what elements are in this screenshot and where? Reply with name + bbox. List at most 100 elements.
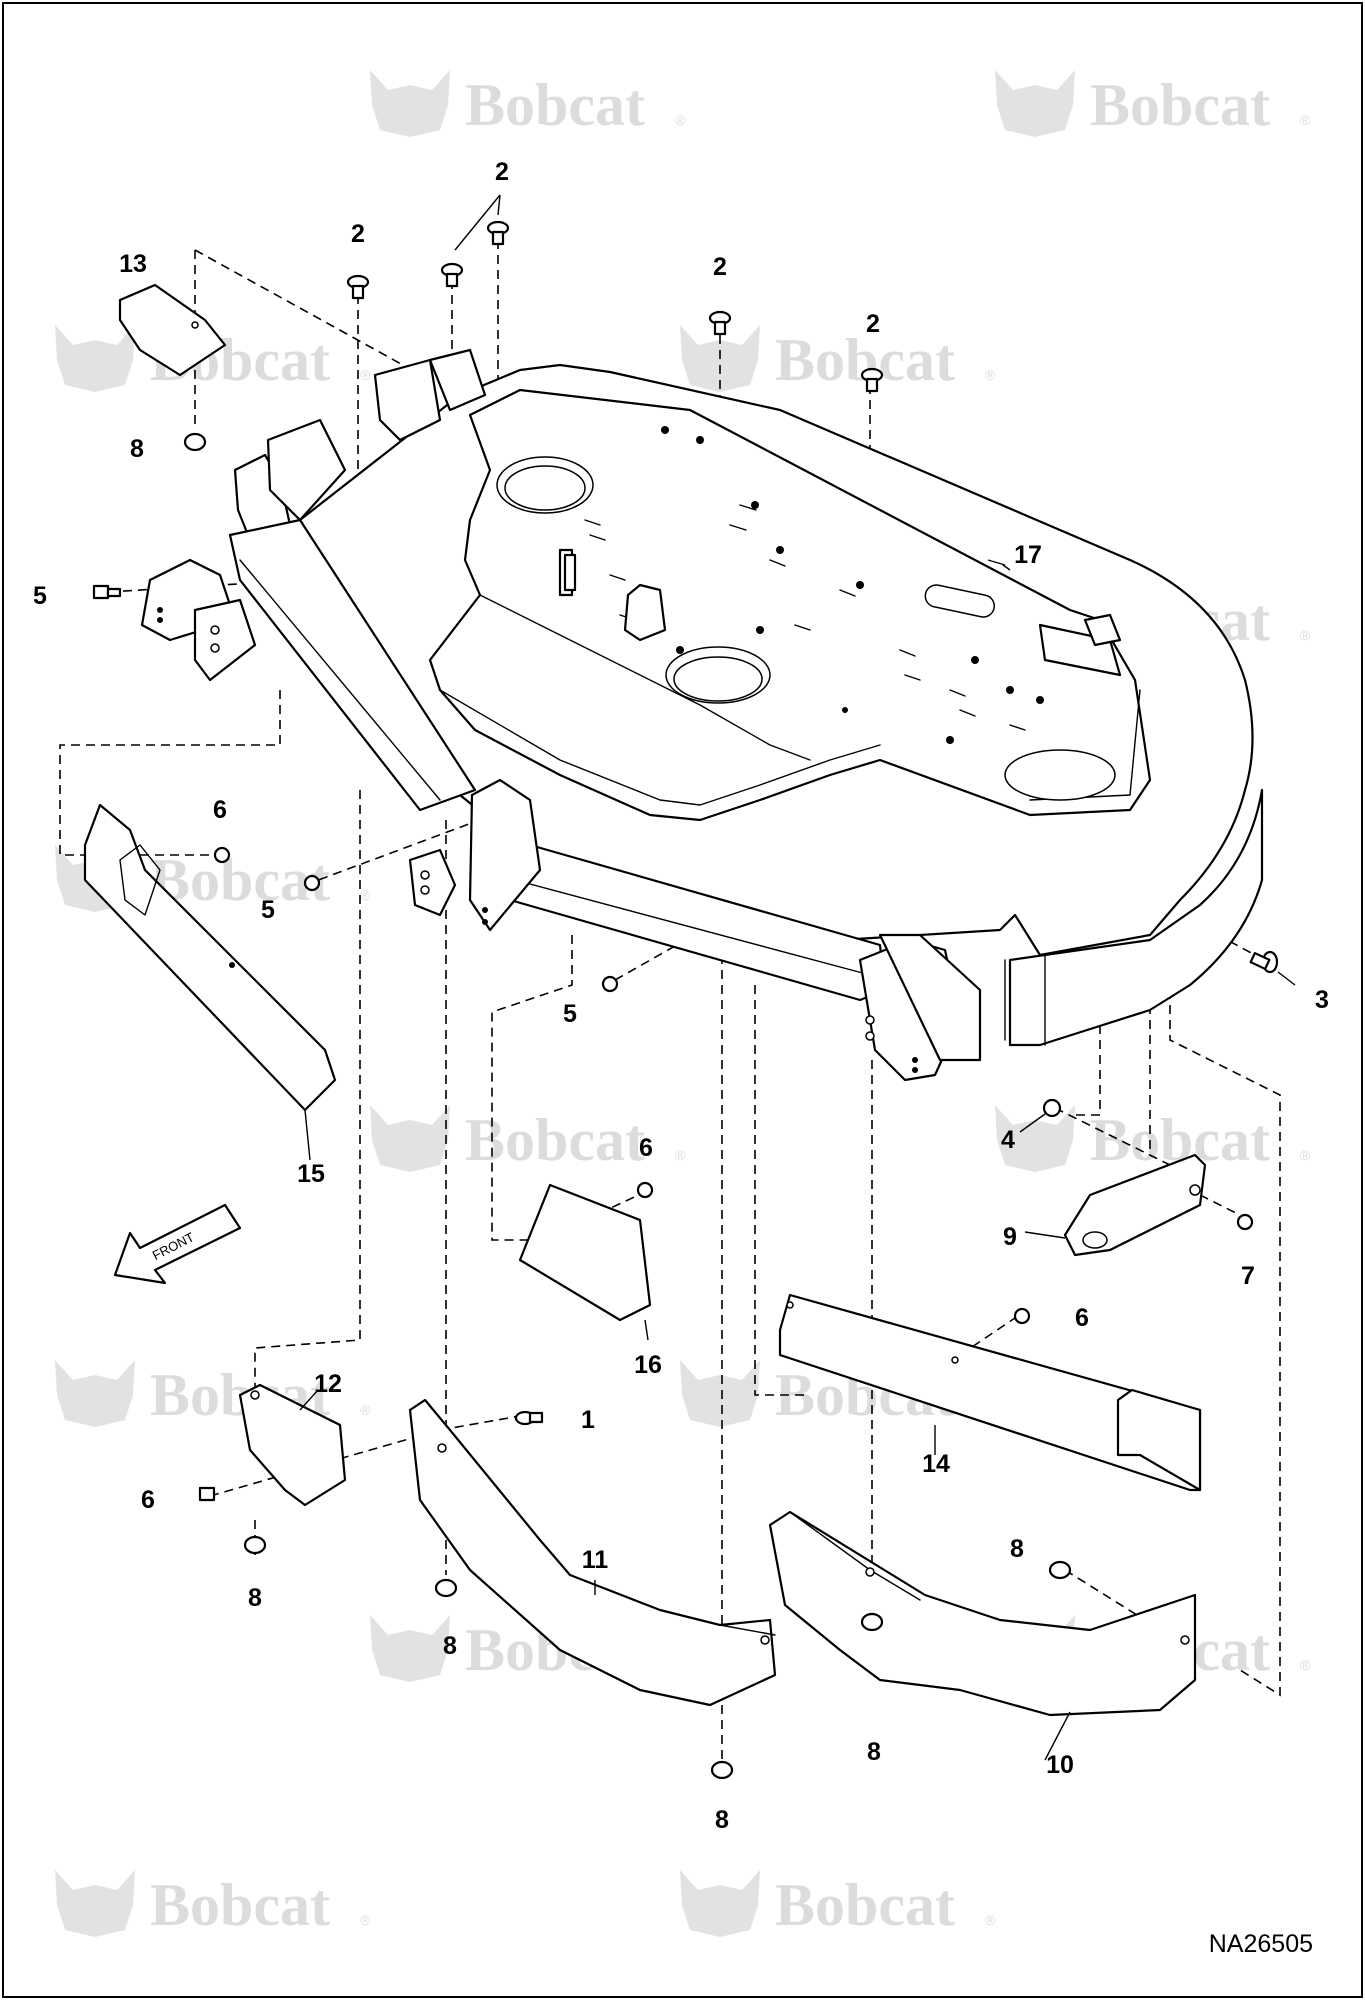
callout-12: 12 xyxy=(314,1370,342,1398)
callout-4: 4 xyxy=(1001,1126,1015,1154)
bolt-5-c xyxy=(601,975,619,993)
part-11-skid xyxy=(408,1398,777,1707)
bobcat-watermark: Bobcat ® xyxy=(370,1105,686,1173)
callout-7: 7 xyxy=(1241,1262,1255,1290)
callout-15: 15 xyxy=(297,1160,325,1188)
bobcat-registered-mark: ® xyxy=(985,367,996,383)
callout-1: 1 xyxy=(581,1406,595,1434)
screw-1 xyxy=(514,1410,544,1426)
callout-8: 8 xyxy=(715,1806,729,1834)
bobcat-registered-mark: ® xyxy=(985,1912,996,1928)
callout-6: 6 xyxy=(639,1134,653,1162)
bolt-3 xyxy=(1249,950,1279,974)
bobcat-logo-icon xyxy=(55,1360,135,1427)
callout-6: 6 xyxy=(1075,1304,1089,1332)
callout-5: 5 xyxy=(33,582,47,610)
bobcat-watermark-text: Bobcat xyxy=(775,327,955,393)
bobcat-watermark: Bobcat ® xyxy=(55,1870,371,1938)
bobcat-registered-mark: ® xyxy=(360,1912,371,1928)
bobcat-registered-mark: ® xyxy=(1300,112,1311,128)
nut-6-b xyxy=(636,1181,654,1199)
fasteners xyxy=(92,220,1279,1780)
callout-2: 2 xyxy=(351,220,365,248)
callout-10: 10 xyxy=(1046,1751,1074,1779)
bolt-2-c xyxy=(486,220,510,246)
bobcat-watermark: Bobcat ® xyxy=(680,1870,996,1938)
bobcat-logo-icon xyxy=(995,1105,1075,1172)
part-10-skid xyxy=(768,1510,1197,1717)
callout-labels: 1 2 2 2 2 3 4 5 5 5 6 6 6 6 7 8 8 8 8 8 … xyxy=(33,158,1329,1834)
callout-16: 16 xyxy=(634,1351,662,1379)
callout-3: 3 xyxy=(1315,986,1329,1014)
bobcat-logo-icon xyxy=(995,70,1075,137)
nut-8-a xyxy=(183,432,207,452)
spindle-hole-right xyxy=(1004,749,1116,801)
nut-8-d xyxy=(710,1760,734,1780)
bobcat-registered-mark: ® xyxy=(360,1402,371,1418)
bobcat-logo-icon xyxy=(55,325,135,392)
bobcat-logo-icon xyxy=(55,1870,135,1937)
bolt-2-a xyxy=(346,274,370,300)
bobcat-logo-icon xyxy=(370,1615,450,1682)
callout-13: 13 xyxy=(119,250,147,278)
bobcat-registered-mark: ® xyxy=(1300,1657,1311,1673)
bobcat-registered-mark: ® xyxy=(675,1147,686,1163)
part-9-bumper xyxy=(1063,1153,1207,1257)
bobcat-logo-icon xyxy=(370,70,450,137)
deck-slots xyxy=(584,504,1026,731)
front-direction-arrow: FRONT xyxy=(113,1203,242,1285)
callout-11: 11 xyxy=(582,1546,609,1574)
nut-8-f xyxy=(1048,1560,1072,1580)
part-15-shield xyxy=(83,803,337,1112)
callout-9: 9 xyxy=(1003,1223,1017,1251)
nut-8-c xyxy=(434,1578,458,1598)
bobcat-registered-mark: ® xyxy=(675,112,686,128)
callout-8: 8 xyxy=(443,1632,457,1660)
callout-8: 8 xyxy=(1010,1535,1024,1563)
bobcat-watermark-text: Bobcat xyxy=(465,1107,645,1173)
part-12-bracket xyxy=(238,1383,347,1507)
bobcat-watermark: Bobcat ® xyxy=(680,325,996,393)
callout-8: 8 xyxy=(867,1738,881,1766)
callout-2: 2 xyxy=(495,158,509,186)
part-16-plate xyxy=(518,1183,652,1322)
part-13-bracket xyxy=(118,283,227,377)
bolt-4 xyxy=(1042,1098,1062,1118)
nut-6-d xyxy=(198,1486,216,1502)
nut-7 xyxy=(1236,1213,1254,1231)
bobcat-watermark-text: Bobcat xyxy=(465,72,645,138)
bobcat-logo-icon xyxy=(370,1105,450,1172)
callout-5: 5 xyxy=(261,896,275,924)
bolt-5-a xyxy=(92,584,122,600)
part-14-baffle xyxy=(778,1293,1202,1492)
deck-bolt-holes xyxy=(661,426,1044,744)
nut-6-c xyxy=(1013,1307,1031,1325)
bobcat-registered-mark: ® xyxy=(360,887,371,903)
nut-8-b xyxy=(243,1535,267,1555)
callout-6: 6 xyxy=(213,796,227,824)
callout-14: 14 xyxy=(922,1450,950,1478)
bobcat-registered-mark: ® xyxy=(1300,1147,1311,1163)
callout-8: 8 xyxy=(248,1584,262,1612)
bolt-2-e xyxy=(860,367,884,393)
callout-8: 8 xyxy=(130,435,144,463)
bolt-5-b xyxy=(303,874,321,892)
figure-number: NA26505 xyxy=(1209,1930,1313,1958)
nut-6-a xyxy=(213,846,231,864)
nut-8-e xyxy=(860,1612,884,1632)
callout-5: 5 xyxy=(563,1000,577,1028)
bobcat-watermark-text: Bobcat xyxy=(150,1872,330,1938)
bolt-2-d xyxy=(708,310,732,336)
bobcat-watermark-text: Bobcat xyxy=(1090,72,1270,138)
bolt-2-b xyxy=(440,262,464,288)
bobcat-registered-mark: ® xyxy=(1300,627,1311,643)
front-hitch-frame xyxy=(140,348,982,1082)
callout-2: 2 xyxy=(866,310,880,338)
callout-17: 17 xyxy=(1014,541,1042,569)
bobcat-logo-icon xyxy=(680,1870,760,1937)
bobcat-watermark-text: Bobcat xyxy=(775,1872,955,1938)
bobcat-registered-mark: ® xyxy=(360,367,371,383)
bobcat-watermark-text: Bobcat xyxy=(150,847,330,913)
